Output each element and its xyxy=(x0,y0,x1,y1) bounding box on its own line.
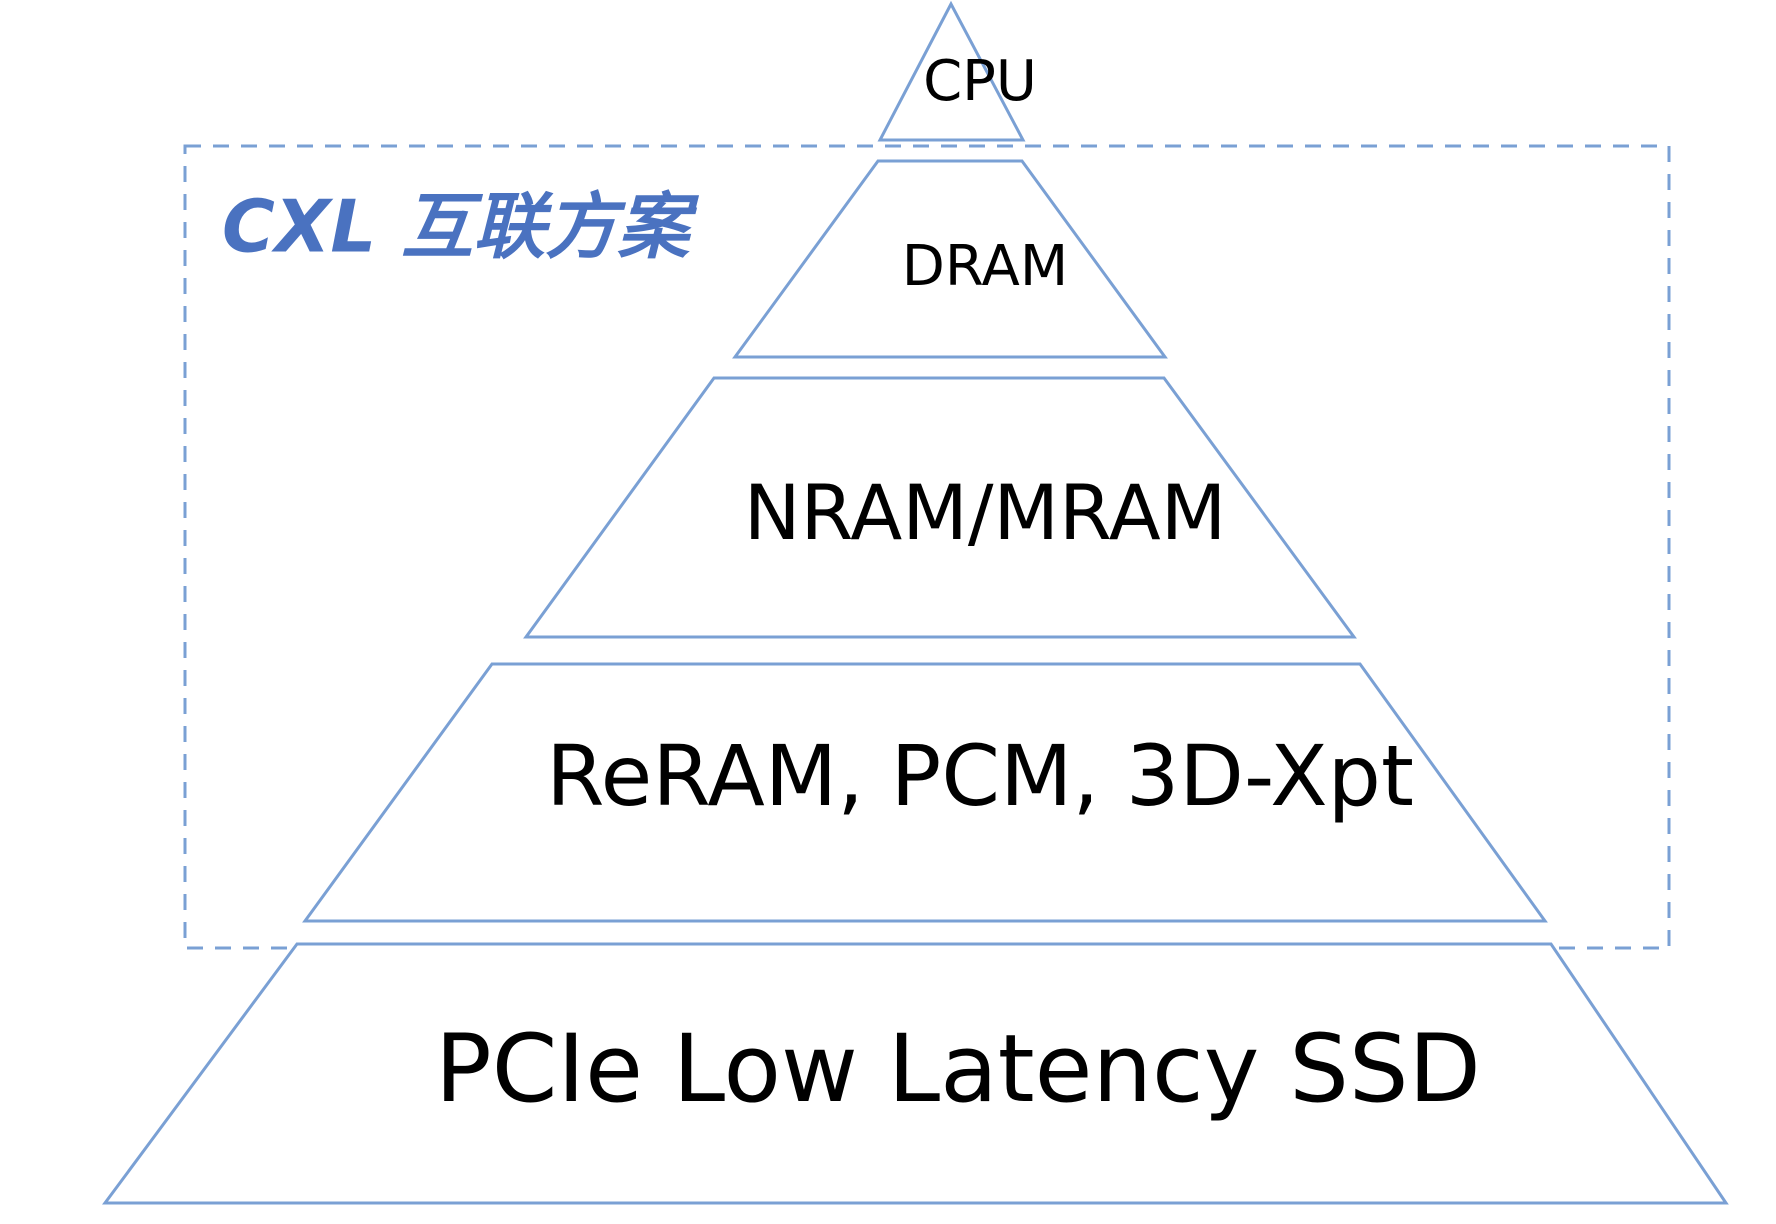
reram-pcm-3dxpt-label: ReRAM, PCM, 3D-Xpt xyxy=(546,727,1414,825)
nram-mram-label: NRAM/MRAM xyxy=(744,468,1227,557)
cpu-label: CPU xyxy=(923,49,1037,114)
cxl-group-title: CXL 互联方案 xyxy=(222,185,699,269)
nram-mram-tier xyxy=(523,376,1357,639)
pcie-ssd-tier xyxy=(102,942,1729,1205)
dram-label: DRAM xyxy=(902,234,1068,299)
dram-tier xyxy=(732,159,1168,359)
cpu-tier xyxy=(877,0,1026,142)
reram-pcm-3dxpt-tier xyxy=(302,662,1548,923)
pcie-ssd-label: PCIe Low Latency SSD xyxy=(435,1015,1481,1124)
